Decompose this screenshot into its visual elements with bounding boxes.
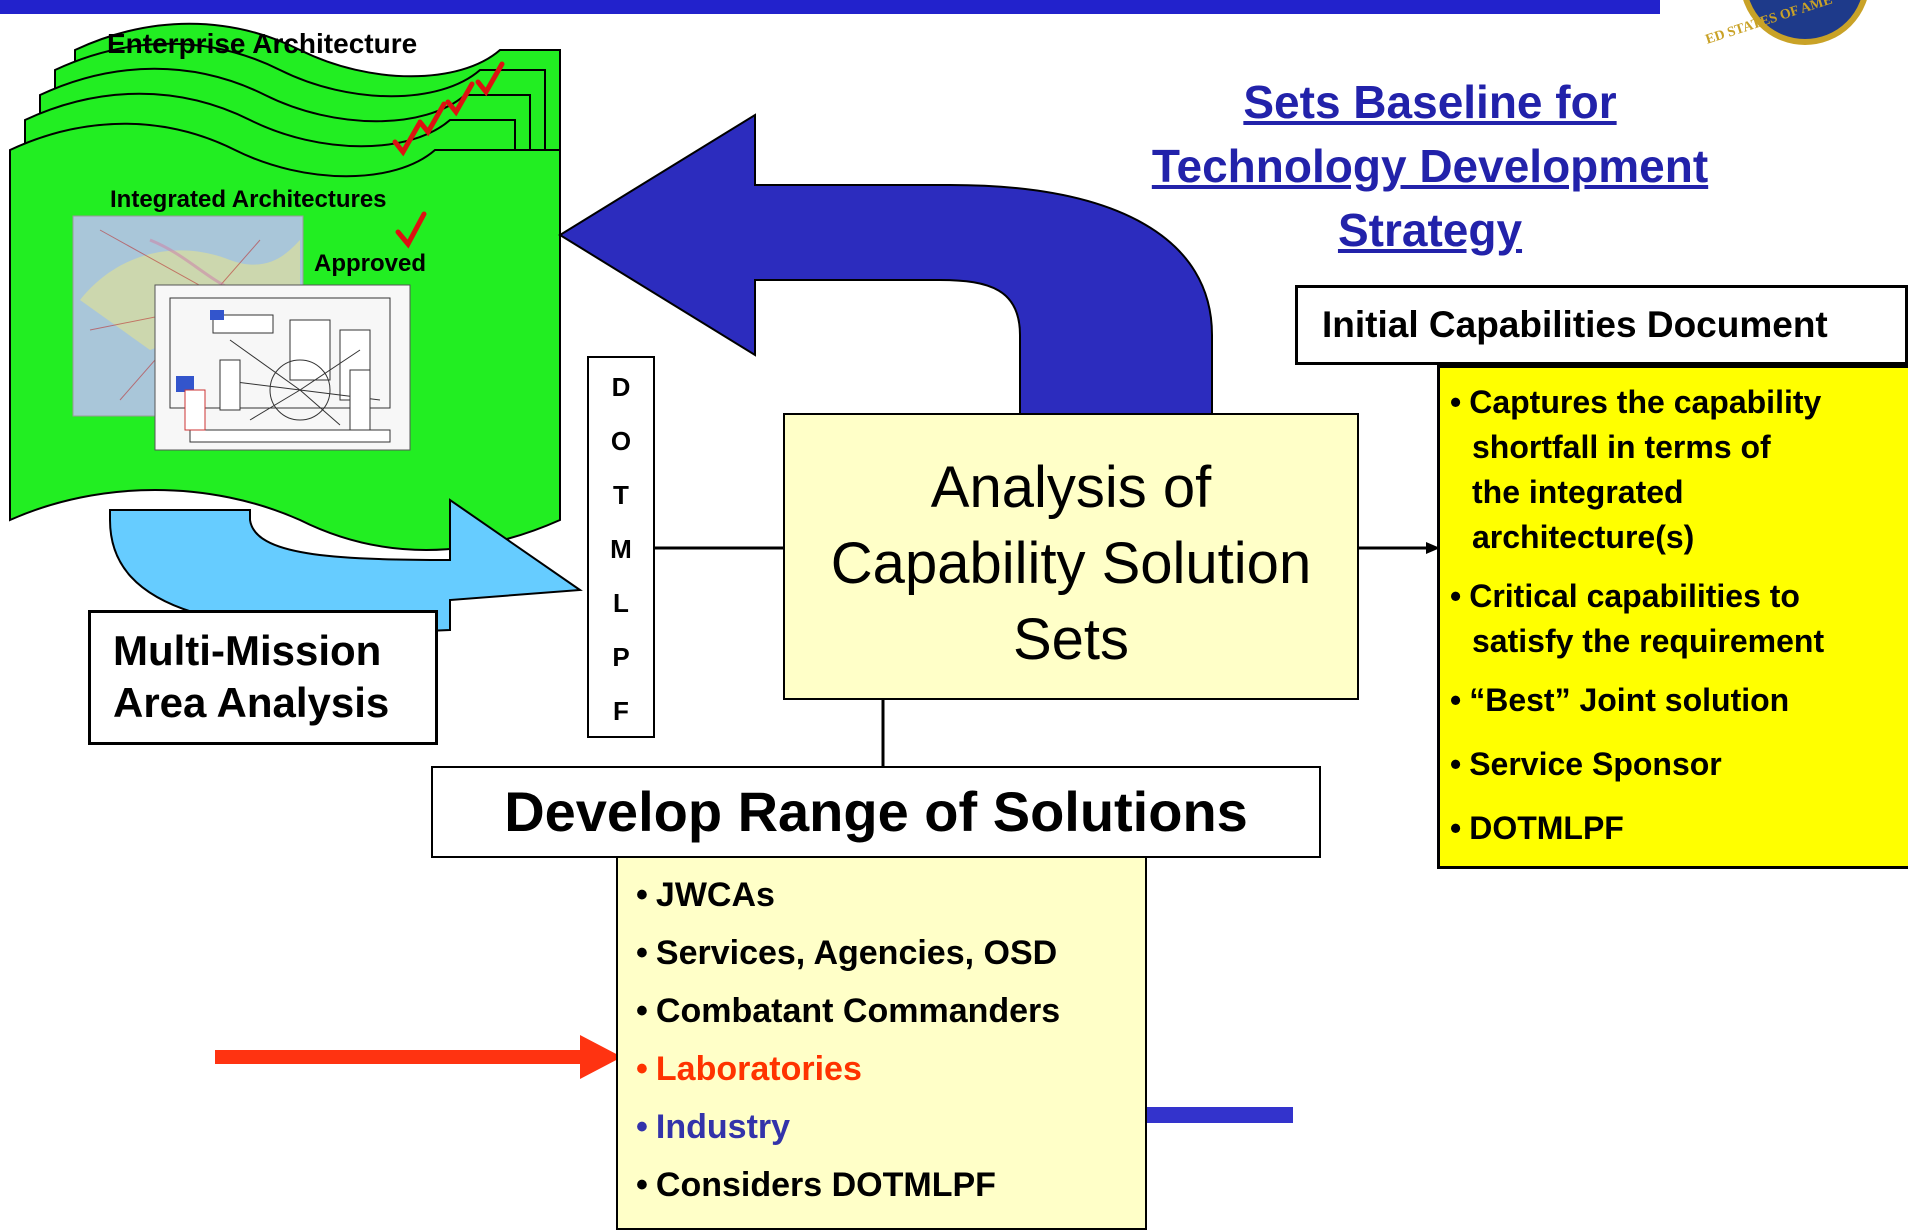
bullet-icon: • (1450, 384, 1462, 420)
analysis-line-1: Analysis of (930, 455, 1212, 520)
analysis-line-3: Sets (1012, 607, 1130, 672)
baseline-heading-line-3: Strategy (1337, 204, 1523, 256)
icd-item-line: Service Sponsor (1469, 746, 1722, 782)
dotmlpf-column: D O T M L P F (587, 356, 655, 738)
baseline-heading: Sets Baseline for Technology Development… (1060, 70, 1800, 262)
analysis-line-2: Capability Solution (830, 531, 1312, 596)
connector-arrowhead-icon (1426, 542, 1440, 554)
solutions-list-item: •Laboratories (636, 1040, 1145, 1098)
icd-list-item: •“Best” Joint solution (1450, 678, 1908, 723)
bullet-icon: • (1450, 682, 1462, 718)
icd-item-line: Captures the capability (1469, 384, 1822, 420)
bullet-icon: • (636, 934, 648, 972)
multi-mission-line-2: Area Analysis (113, 679, 390, 726)
dotmlpf-letter: L (613, 588, 629, 618)
dotmlpf-letter: F (613, 696, 629, 726)
bullet-icon: • (636, 876, 648, 914)
develop-solutions-title: Develop Range of Solutions (504, 780, 1248, 843)
baseline-heading-line-1: Sets Baseline for (1243, 76, 1617, 128)
solutions-list-box: •JWCAs •Services, Agencies, OSD •Combata… (616, 850, 1147, 1230)
solutions-list-item: •JWCAs (636, 866, 1145, 924)
analysis-box: Analysis of Capability Solution Sets (783, 413, 1359, 700)
solutions-item-text: JWCAs (655, 876, 775, 914)
icd-item-line: the integrated (1472, 474, 1684, 510)
solutions-item-text: Considers DOTMLPF (655, 1166, 996, 1204)
icd-list-item: •Captures the capability shortfall in te… (1450, 380, 1908, 560)
bullet-icon: • (1450, 578, 1462, 614)
dotmlpf-letter: O (610, 426, 632, 456)
solutions-item-text: Services, Agencies, OSD (655, 934, 1058, 972)
approved-label: Approved (314, 250, 427, 277)
bullet-icon: • (636, 1166, 648, 1204)
icd-title: Initial Capabilities Document (1322, 304, 1828, 345)
solutions-list-item: •Industry (636, 1098, 1145, 1156)
red-arrow-icon (215, 1035, 622, 1079)
icd-title-box: Initial Capabilities Document (1295, 285, 1908, 365)
bullet-icon: • (1450, 810, 1462, 846)
dotmlpf-letter: D (611, 372, 631, 402)
check-mark-icons (392, 61, 505, 249)
solutions-item-text: Combatant Commanders (655, 992, 1061, 1030)
dotmlpf-letter: M (610, 534, 632, 564)
solutions-item-text: Industry (655, 1108, 791, 1146)
icd-item-line: DOTMLPF (1469, 810, 1624, 846)
dotmlpf-letter: P (612, 642, 630, 672)
icd-item-line: architecture(s) (1472, 519, 1695, 555)
solutions-list-item: •Considers DOTMLPF (636, 1156, 1145, 1214)
baseline-feedback-arrow (558, 113, 1213, 416)
icd-item-line: “Best” Joint solution (1469, 682, 1790, 718)
header-bar (0, 0, 1660, 14)
multi-mission-box: Multi-Mission Area Analysis (88, 610, 438, 745)
analysis-flow-arrow (109, 498, 583, 633)
architecture-diagram-images (154, 284, 411, 451)
icd-list-box: •Captures the capability shortfall in te… (1437, 365, 1908, 869)
develop-solutions-title-box: Develop Range of Solutions (431, 766, 1321, 858)
multi-mission-line-1: Multi-Mission (113, 627, 382, 674)
enterprise-architecture-label: Enterprise Architecture (107, 28, 418, 59)
solutions-list-item: •Services, Agencies, OSD (636, 924, 1145, 982)
bullet-icon: • (636, 1050, 648, 1088)
bullet-icon: • (1450, 746, 1462, 782)
solutions-item-text: Laboratories (655, 1050, 862, 1088)
dotmlpf-letter: T (613, 480, 629, 510)
solutions-list-item: •Combatant Commanders (636, 982, 1145, 1040)
integrated-architectures-label: Integrated Architectures (110, 186, 387, 213)
connector-lines (655, 546, 1430, 770)
icd-list-item: •DOTMLPF (1450, 806, 1908, 851)
icd-item-line: Critical capabilities to (1469, 578, 1800, 614)
bullet-icon: • (636, 1108, 648, 1146)
icd-list-item: •Critical capabilities to satisfy the re… (1450, 574, 1908, 664)
icd-item-line: shortfall in terms of (1472, 429, 1771, 465)
icd-item-line: satisfy the requirement (1472, 623, 1825, 659)
baseline-heading-line-2: Technology Development (1151, 140, 1709, 192)
icd-list-item: •Service Sponsor (1450, 742, 1908, 787)
bullet-icon: • (636, 992, 648, 1030)
